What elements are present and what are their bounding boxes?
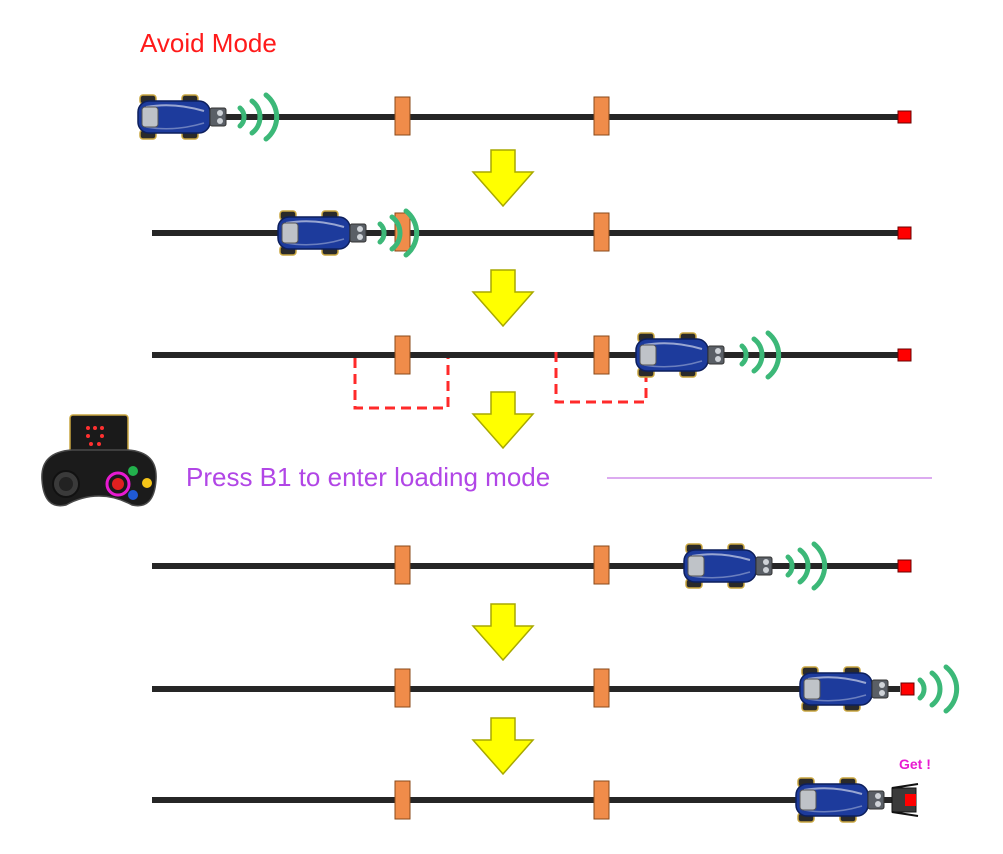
get-label: Get ! <box>899 756 931 772</box>
step-1 <box>137 94 912 140</box>
down-arrow-icon <box>472 717 534 775</box>
ultrasonic-signal-icon <box>920 667 957 711</box>
step-5 <box>152 667 957 711</box>
target-icon <box>897 110 912 124</box>
detour-path <box>554 352 648 404</box>
page-title: Avoid Mode <box>140 28 277 58</box>
down-arrow-icon <box>472 269 534 327</box>
gripper-icon <box>891 783 919 817</box>
car-icon <box>683 543 773 589</box>
obstacle-icon <box>394 96 411 136</box>
step-2 <box>152 210 912 256</box>
down-arrow-icon <box>472 603 534 661</box>
obstacle-icon <box>593 335 610 375</box>
step-3 <box>152 332 912 410</box>
gamepad-controller-icon <box>41 414 157 507</box>
car-icon <box>799 666 889 712</box>
down-arrow-icon <box>472 149 534 207</box>
obstacle-icon <box>394 780 411 820</box>
target-icon <box>897 559 912 573</box>
button-b1-icon <box>112 478 124 490</box>
detour-path <box>353 358 450 410</box>
instruction-text: Press B1 to enter loading mode <box>186 462 551 492</box>
obstacle-icon <box>394 335 411 375</box>
obstacle-icon <box>593 96 610 136</box>
target-icon <box>897 226 912 240</box>
obstacle-icon <box>394 545 411 585</box>
obstacle-icon <box>394 668 411 708</box>
car-icon <box>635 332 725 378</box>
step-6 <box>152 777 919 823</box>
target-icon <box>897 348 912 362</box>
step-4 <box>152 543 912 589</box>
car-icon <box>795 777 885 823</box>
obstacle-icon <box>593 780 610 820</box>
obstacle-icon <box>593 212 610 252</box>
car-icon <box>277 210 367 256</box>
obstacle-icon <box>593 545 610 585</box>
target-icon <box>900 682 915 696</box>
obstacle-icon <box>593 668 610 708</box>
car-icon <box>137 94 227 140</box>
down-arrow-icon <box>472 391 534 449</box>
